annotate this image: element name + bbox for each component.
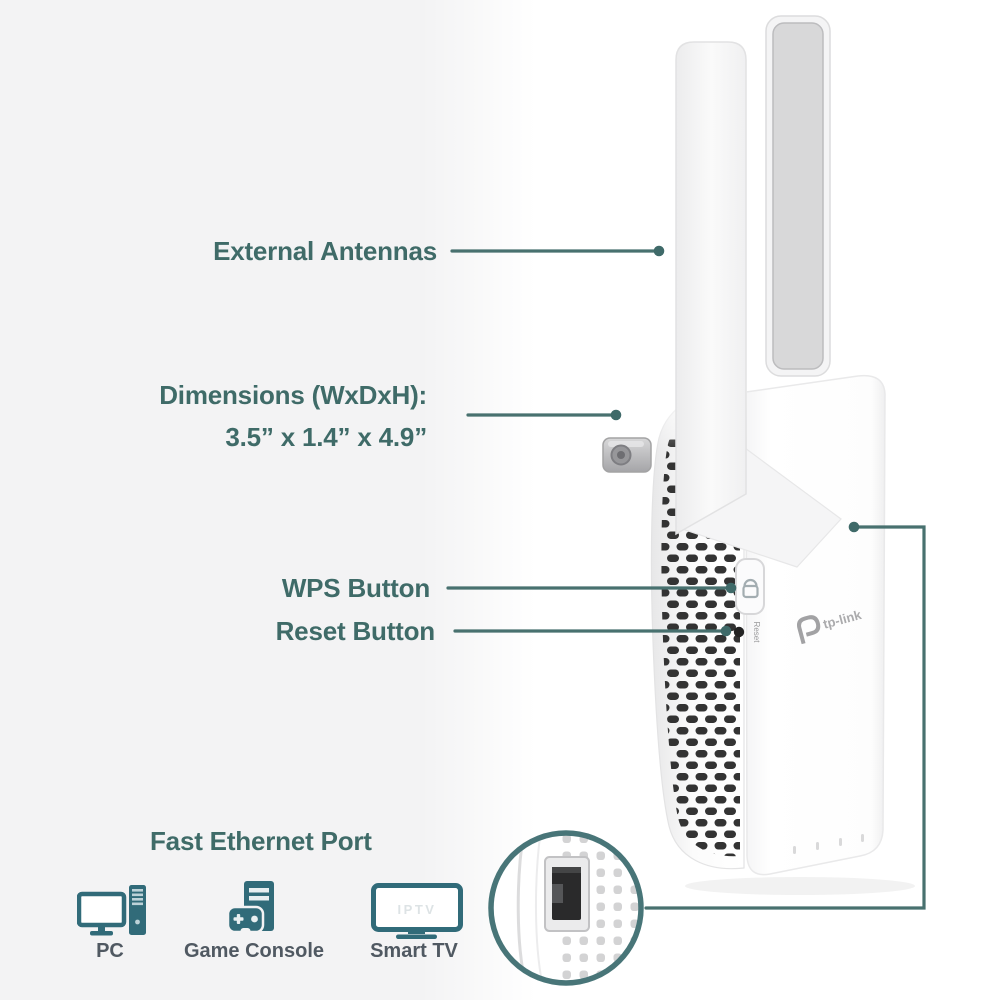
- device-body: [745, 374, 886, 876]
- lock-icon: [742, 578, 759, 599]
- brand-mark-icon: [797, 615, 821, 645]
- game-console-icon: [227, 881, 274, 934]
- pc-icon: [77, 885, 146, 936]
- wps-button-label: WPS Button: [281, 573, 430, 603]
- dimensions-label: Dimensions (WxDxH): 3.5” x 1.4” x 4.9”: [110, 374, 427, 458]
- tv-screen-text: IPTV: [398, 902, 437, 917]
- pc-caption: PC: [96, 940, 124, 962]
- ethernet-port-magnifier: [488, 830, 644, 986]
- external-antennas-label: External Antennas: [213, 236, 437, 266]
- power-plug: [602, 437, 652, 473]
- leader-lines: [446, 249, 926, 910]
- front-antenna: [675, 41, 747, 536]
- magnifier-ring: [488, 830, 644, 986]
- ethernet-port: [544, 856, 590, 932]
- reset-pinhole: Reset: [733, 622, 761, 644]
- status-leds: [793, 834, 864, 854]
- leader-line-ethernet: [644, 525, 926, 910]
- reset-button-label: Reset Button: [275, 616, 436, 646]
- fast-ethernet-port-label: Fast Ethernet Port: [150, 826, 372, 856]
- wps-button-device: [735, 558, 765, 615]
- smart-tv-caption: Smart TV: [370, 940, 458, 962]
- dimensions-title: Dimensions (WxDxH):: [159, 380, 427, 410]
- rear-antenna: [765, 15, 831, 377]
- smart-tv-icon: IPTV: [371, 883, 463, 939]
- game-console-caption: Game Console: [183, 940, 325, 962]
- device-shadow: [685, 877, 915, 895]
- leader-dots: [610, 245, 860, 637]
- reset-engraving: Reset: [752, 622, 761, 644]
- dimensions-value: 3.5” x 1.4” x 4.9”: [225, 422, 427, 452]
